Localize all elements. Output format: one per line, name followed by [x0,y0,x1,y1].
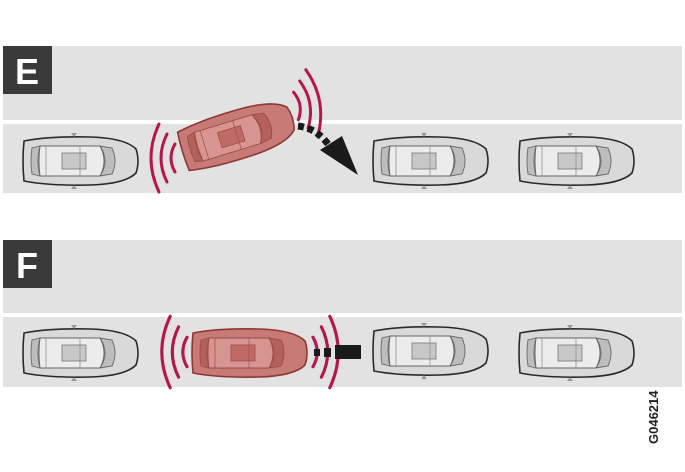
direction-arrow-icon [314,345,361,359]
parked-car-icon [518,324,635,382]
panel-f: F [3,240,682,390]
lane-line-f [3,313,682,317]
image-code: G046214 [646,390,661,444]
maneuvering-car-icon [191,328,308,378]
direction-arrow-icon [297,122,358,175]
label-box-e: E [3,46,52,94]
parked-car-icon [22,324,139,382]
parked-car-icon [372,322,489,380]
label-box-f: F [3,240,52,288]
parked-car-icon [372,132,489,190]
panel-label-f: F [16,245,38,286]
lane-line-e [3,120,682,124]
panel-e: E [3,46,682,194]
parked-car-icon [518,132,635,190]
panel-label-e: E [15,51,39,92]
parked-car-icon [22,132,139,190]
